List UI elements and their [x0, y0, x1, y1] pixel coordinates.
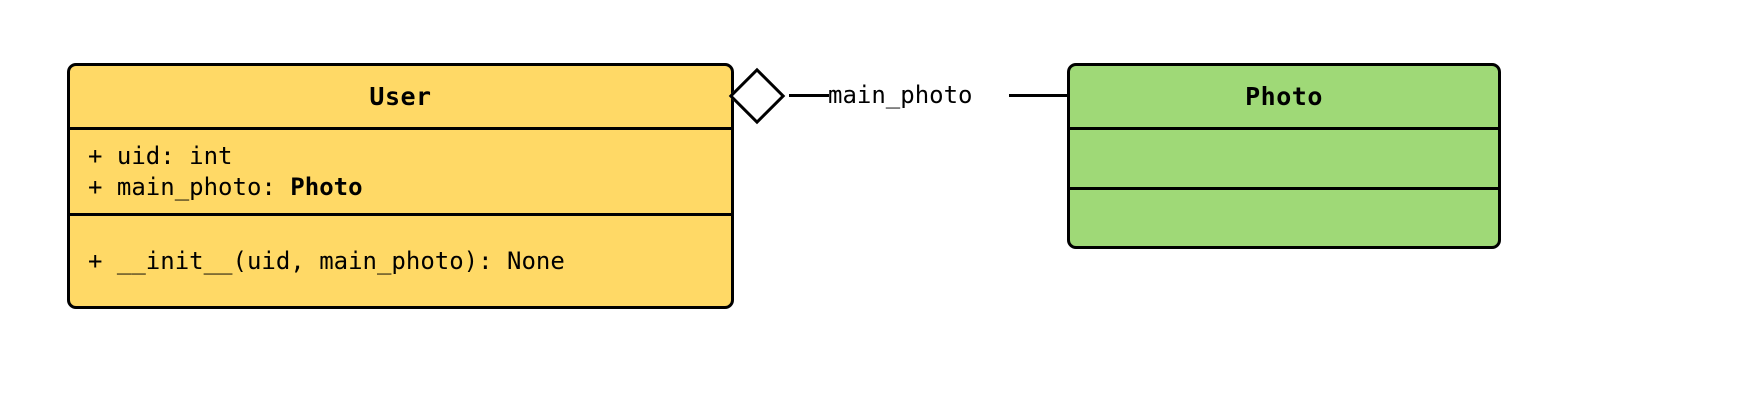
class-user-title: User — [369, 82, 432, 111]
uml-class-user[interactable]: User + uid: int + main_photo: Photo + __… — [67, 63, 734, 309]
method-init: + __init__(uid, main_photo): None — [88, 246, 565, 275]
class-photo-methods — [1070, 187, 1498, 246]
attribute-uid: + uid: int — [88, 141, 233, 170]
class-photo-attributes — [1070, 127, 1498, 187]
aggregation-line-left — [789, 94, 829, 97]
attribute-main-photo-type: Photo — [290, 172, 363, 201]
class-user-attributes: + uid: int + main_photo: Photo — [70, 127, 731, 213]
attribute-main-photo-prefix: + main_photo: — [88, 172, 291, 201]
aggregation-line-right — [1009, 94, 1069, 97]
class-user-methods: + __init__(uid, main_photo): None — [70, 213, 731, 306]
class-photo-title: Photo — [1245, 82, 1323, 111]
aggregation-diamond-icon — [728, 67, 786, 125]
attribute-main-photo: + main_photo: Photo — [88, 172, 713, 203]
association-label-main-photo: main_photo — [828, 81, 973, 109]
uml-class-photo[interactable]: Photo — [1067, 63, 1501, 249]
